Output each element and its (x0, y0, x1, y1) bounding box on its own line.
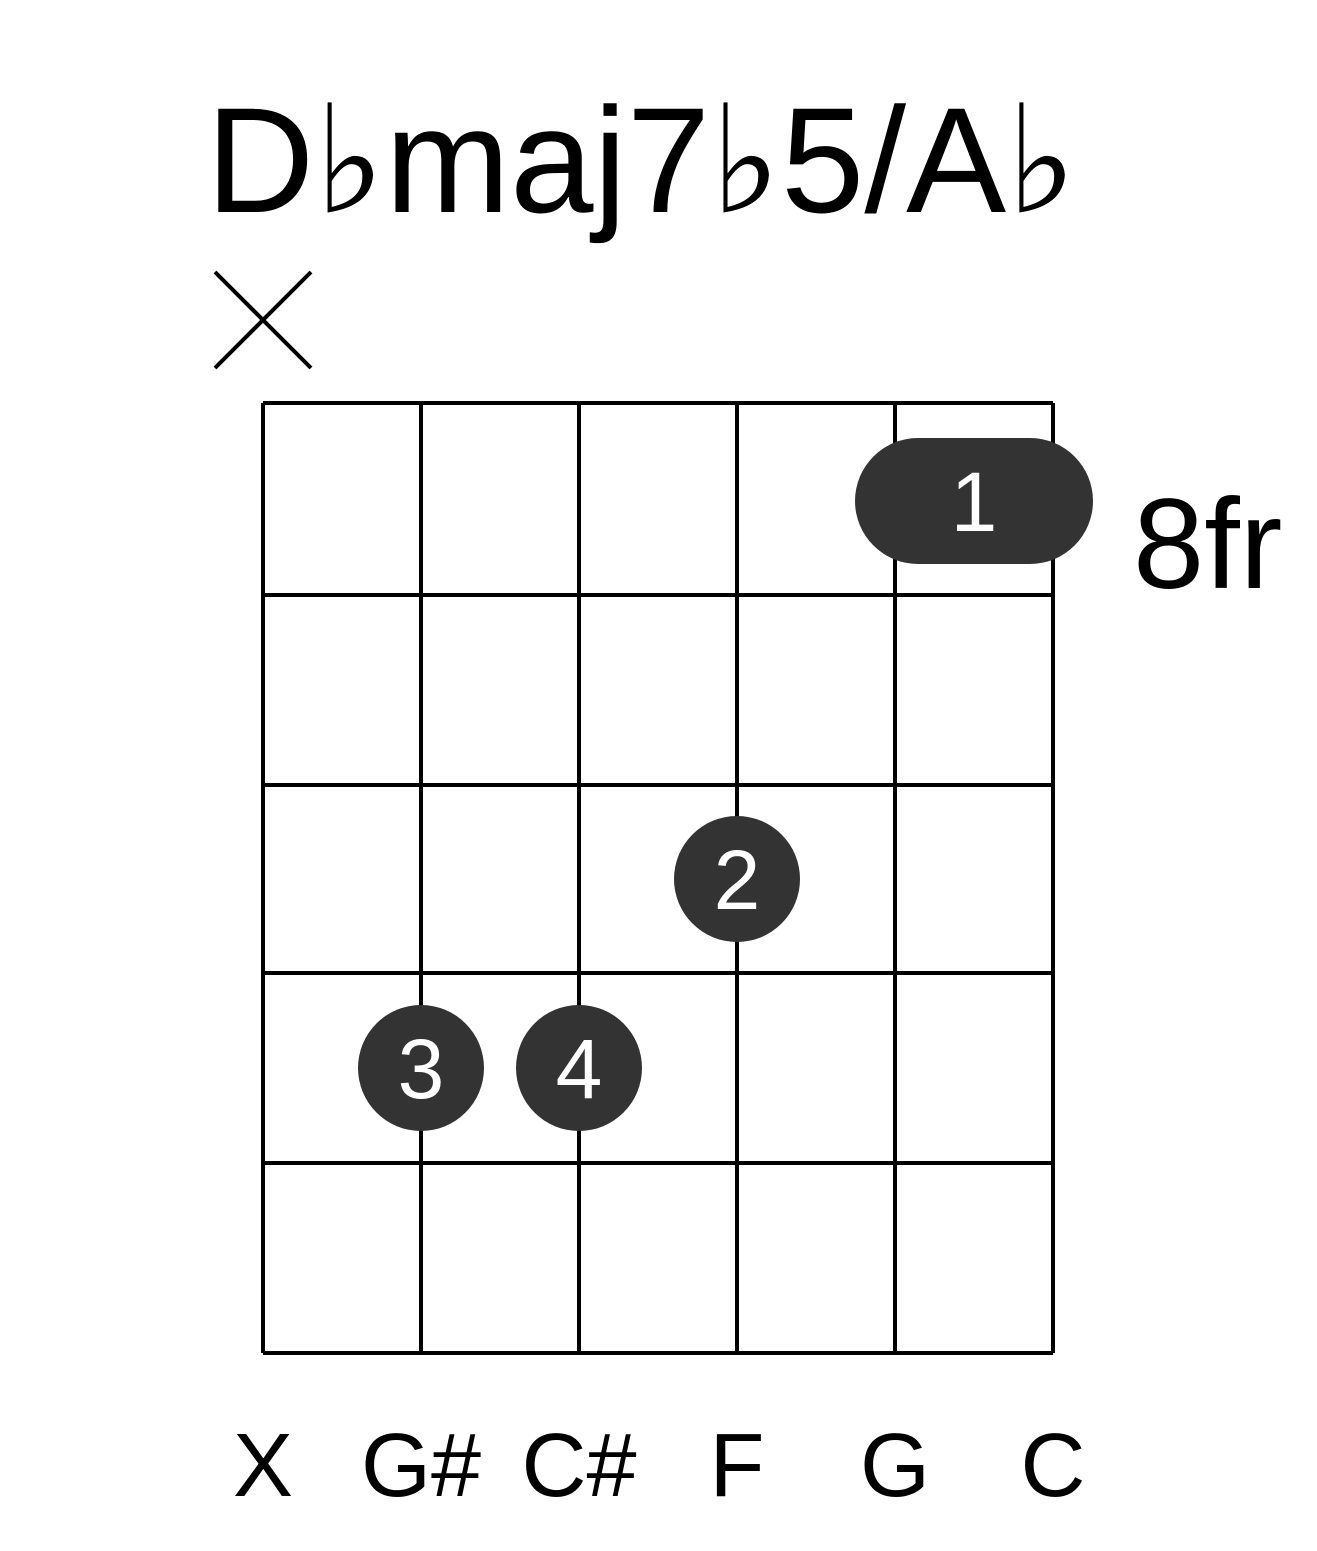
string-note-label: F (710, 1416, 765, 1516)
string-note-label: C (1021, 1416, 1086, 1516)
finger-dot-circle (358, 1005, 484, 1131)
string-note-label: C# (521, 1416, 636, 1516)
finger-markers: 1 2 3 4 (358, 438, 1093, 1131)
string-note-label: X (233, 1416, 293, 1516)
string-note-label: G# (361, 1416, 481, 1516)
finger-number: 3 (398, 1022, 445, 1116)
finger-dot: 2 (674, 816, 800, 942)
barre-shape (855, 438, 1093, 564)
finger-number: 1 (951, 455, 998, 549)
barre-marker: 1 (855, 438, 1093, 564)
muted-string-icon (213, 270, 313, 370)
finger-number: 2 (714, 833, 761, 927)
string-note-label: G (860, 1416, 930, 1516)
start-fret-label: 8fr (1133, 473, 1282, 616)
finger-dot-circle (516, 1005, 642, 1131)
chord-title: D♭maj7♭5/A♭ (206, 76, 1077, 244)
fretboard-grid (261, 401, 1055, 1355)
mute-markers (213, 270, 313, 370)
finger-dot-circle (674, 816, 800, 942)
mute-stroke (213, 270, 313, 370)
finger-number: 4 (556, 1022, 603, 1116)
finger-dot: 3 (358, 1005, 484, 1131)
finger-dot: 4 (516, 1005, 642, 1131)
